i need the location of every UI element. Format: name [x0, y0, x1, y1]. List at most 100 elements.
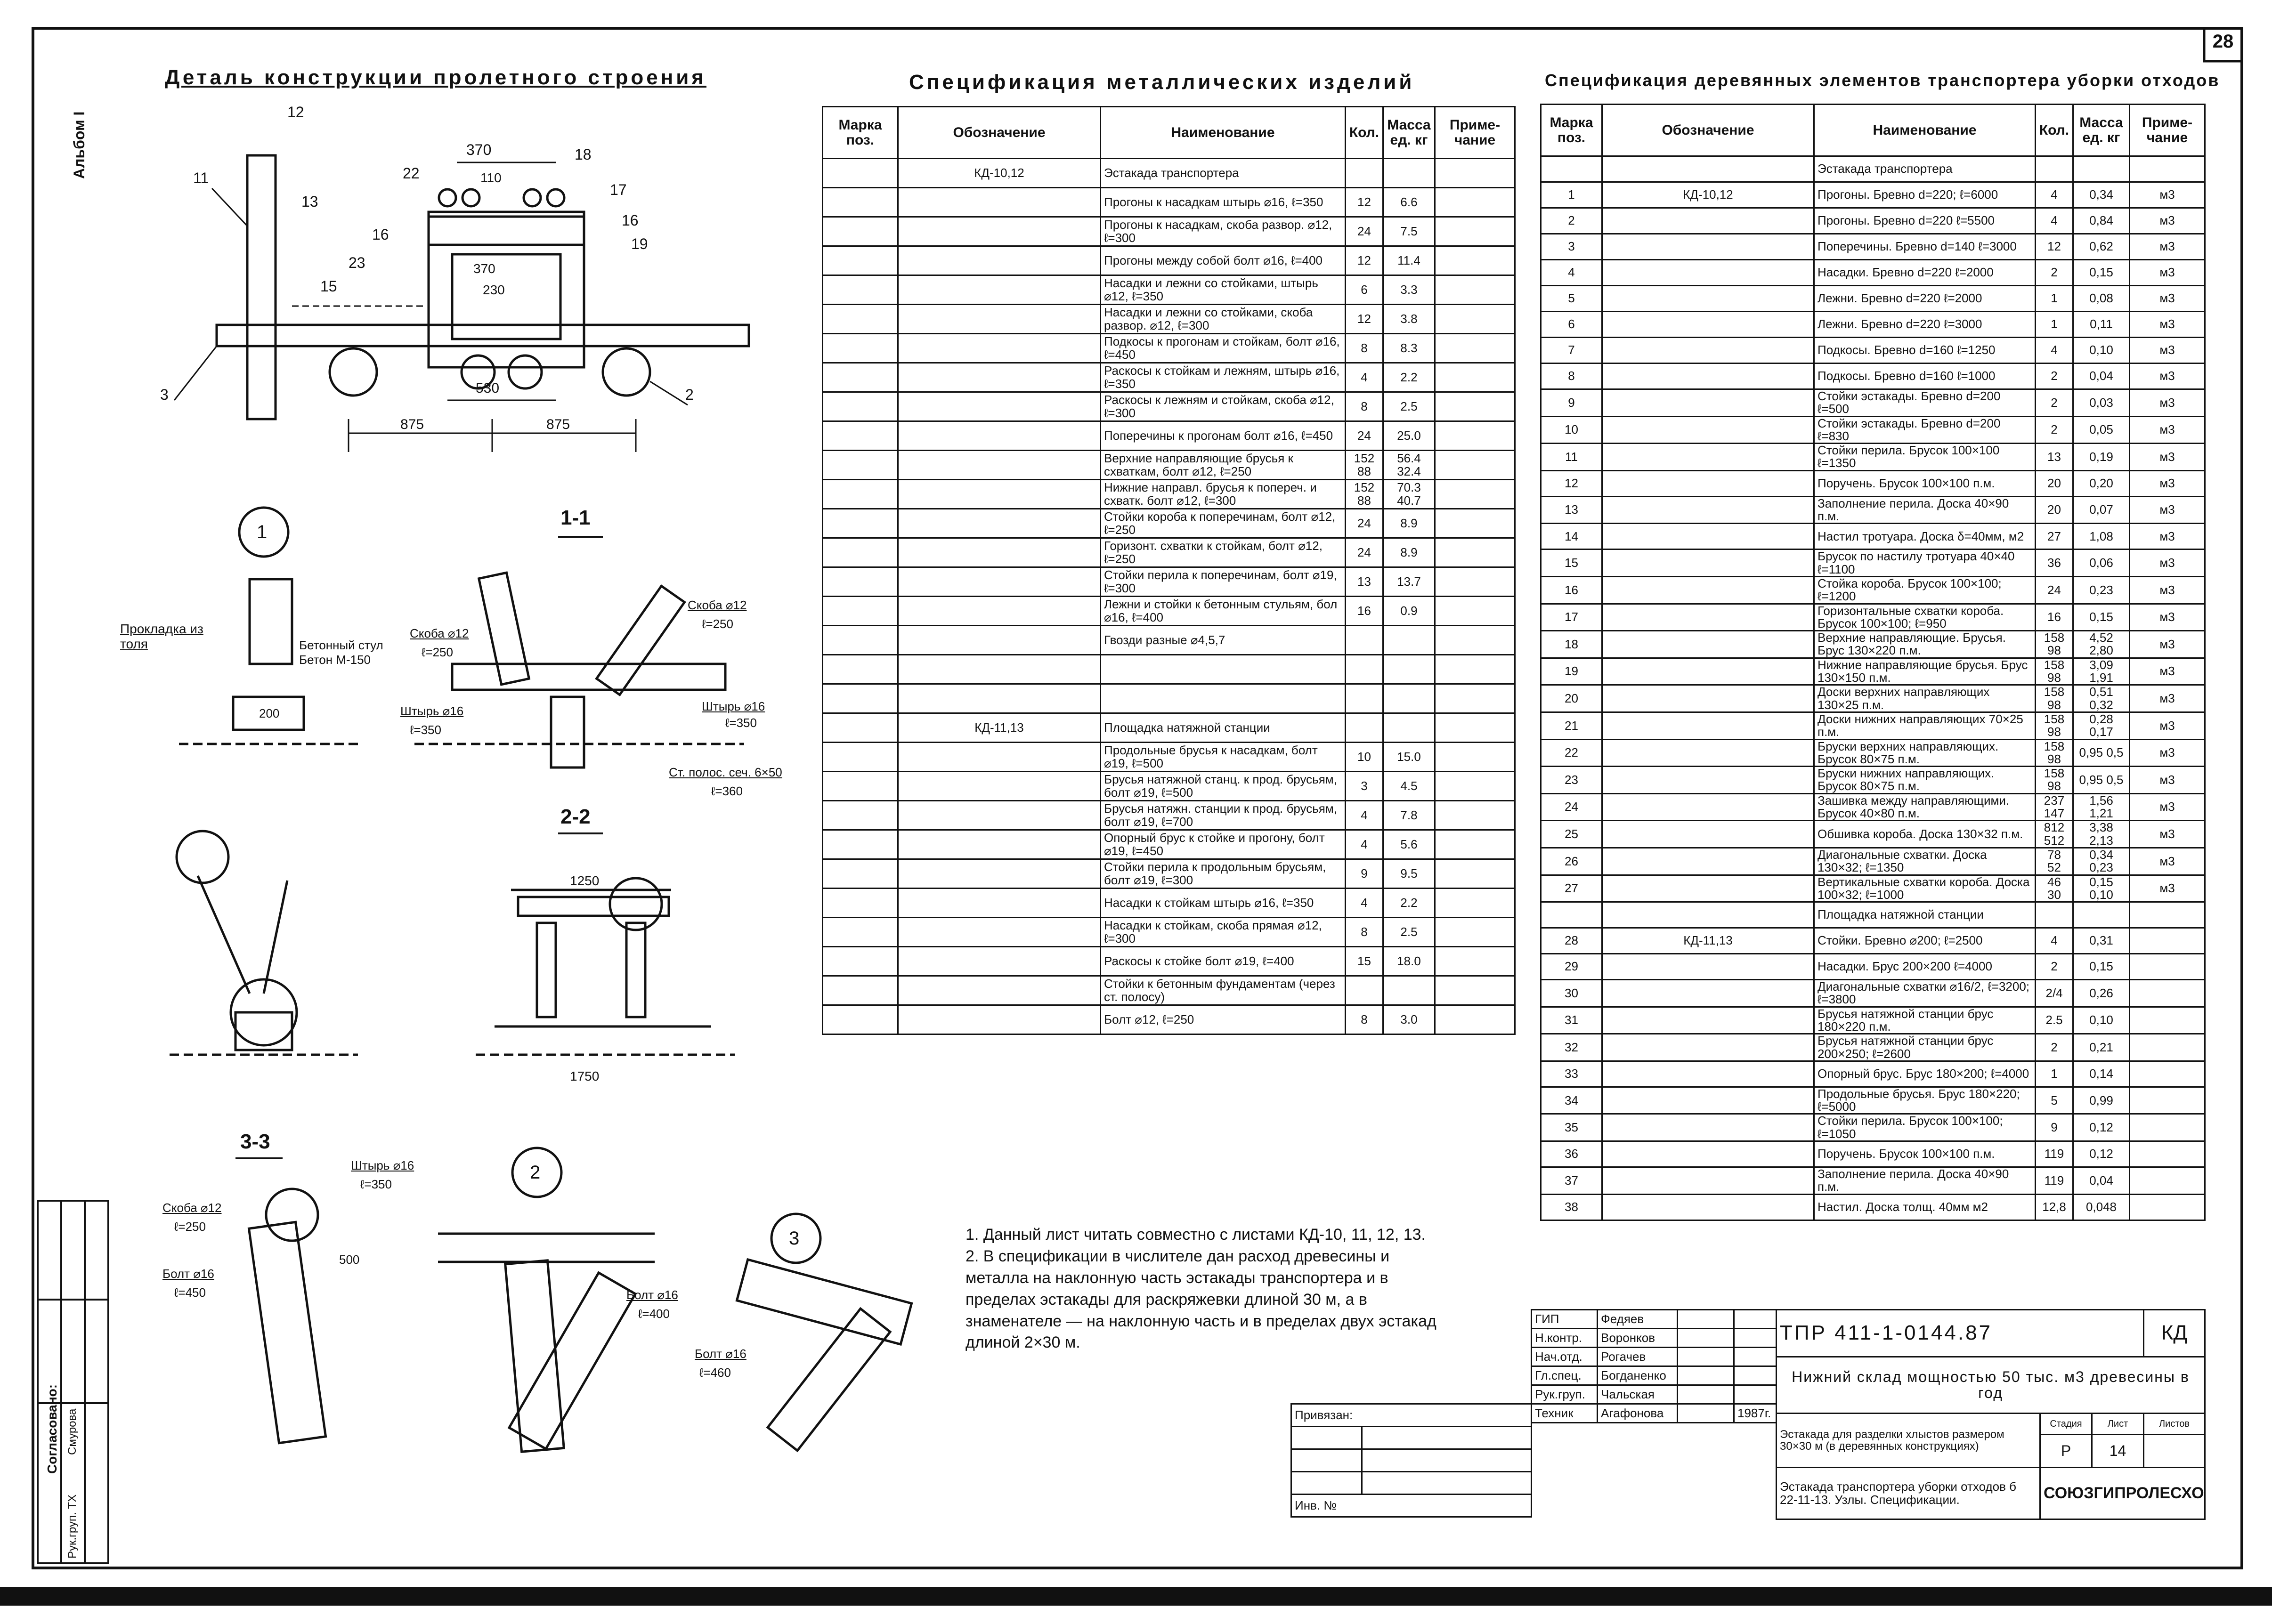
mark-22: 22 — [403, 165, 420, 182]
mark-16-left: 16 — [372, 226, 389, 243]
wood-spec-cell — [1601, 259, 1815, 286]
wood-spec-cell: м3 — [2129, 363, 2206, 390]
metal-spec-cell — [822, 304, 899, 334]
metal-spec-cell — [822, 742, 899, 772]
metal-spec-cell: 2.2 — [1382, 888, 1436, 918]
metal-spec-cell — [1434, 391, 1516, 422]
metal-spec-cell — [897, 946, 1101, 977]
metal-spec-cell — [1345, 712, 1384, 743]
wood-spec-cell — [2035, 155, 2074, 183]
metal-spec-cell: Насадки к стойкам штырь ⌀16, ℓ=350 — [1100, 888, 1346, 918]
wood-spec-cell — [1601, 738, 1815, 768]
metal-spec-cell — [897, 304, 1101, 334]
wood-spec-cell: 158 98 — [2035, 766, 2074, 794]
metal-spec-cell: 152 88 — [1345, 479, 1384, 509]
shtyr-3-3-label: Штырь ⌀16 — [351, 1158, 414, 1172]
metal-spec-cell — [822, 888, 899, 918]
metal-spec-row: Продольные брусья к насадкам, болт ⌀19, … — [822, 742, 1516, 772]
wood-spec-cell: Продольные брусья. Брус 180×220; ℓ=5000 — [1813, 1086, 2036, 1115]
wood-spec-cell: 29 — [1540, 953, 1603, 981]
metal-spec-cell — [822, 420, 899, 451]
metal-spec-row: Нижние направл. брусья к попереч. и схва… — [822, 479, 1516, 509]
wood-spec-cell: Поперечины. Бревно d=140 ℓ=3000 — [1813, 233, 2036, 260]
skoba-3-3-len: ℓ=250 — [174, 1220, 206, 1234]
metal-spec-cell: 6 — [1345, 275, 1384, 305]
mark-23: 23 — [349, 254, 365, 271]
wood-spec-cell: м3 — [2129, 575, 2206, 605]
wood-spec-cell: 20 — [2035, 469, 2074, 497]
stamp-code-suffix: КД — [2143, 1309, 2206, 1357]
metal-spec-row: Лежни и стойки к бетонным стульям, бол ⌀… — [822, 596, 1516, 626]
dim-875-right: 875 — [546, 417, 570, 432]
wood-spec-cell — [2129, 1193, 2206, 1221]
wood-spec-cell: 1 — [2035, 311, 2074, 338]
steel-strip-label: Ст. полос. сеч. 6×50 — [669, 765, 782, 779]
wood-spec-cell: Лежни. Бревно d=220 ℓ=3000 — [1813, 311, 2036, 338]
wood-spec-cell: м3 — [2129, 443, 2206, 471]
wood-spec-cell: 0,10 — [2072, 1006, 2130, 1035]
dim-370-top: 370 — [466, 141, 492, 158]
wcol-note: Приме- чание — [2129, 104, 2206, 157]
wood-spec-cell — [1601, 285, 1815, 312]
metal-spec-cell: Раскосы к лежням и стойкам, скоба ⌀12, ℓ… — [1100, 391, 1346, 422]
wood-spec-cell: 12,8 — [2035, 1193, 2074, 1221]
wood-spec-cell: Зашивка между направляющими. Брусок 40×8… — [1813, 792, 2036, 822]
stamp-signature — [1677, 1328, 1735, 1348]
wood-spec-row: Эстакада транспортера — [1540, 155, 2206, 183]
wood-spec-cell: 22 — [1540, 738, 1603, 768]
wood-spec-cell: 8 — [1540, 363, 1603, 390]
mark-13: 13 — [301, 193, 318, 210]
binding-block: Привязан: Инв. № — [1290, 1403, 1533, 1518]
wood-spec-cell: Нижние направляющие брусья. Брус 130×150… — [1813, 657, 2036, 686]
skoba-12-a-len: ℓ=250 — [422, 645, 453, 659]
wood-spec-cell: 0,12 — [2072, 1140, 2130, 1168]
wood-spec-cell — [1601, 847, 1815, 876]
stamp-project: Нижний склад мощностью 50 тыс. м3 древес… — [1775, 1356, 2206, 1414]
metal-spec-cell: Стойки перила к поперечинам, болт ⌀19, ℓ… — [1100, 566, 1346, 597]
wood-spec-cell: м3 — [2129, 820, 2206, 848]
wood-spec-cell: 5 — [1540, 285, 1603, 312]
wood-spec-cell: 0,31 — [2072, 927, 2130, 955]
wood-spec-cell: 812 512 — [2035, 820, 2074, 848]
wood-spec-cell: 9 — [1540, 388, 1603, 417]
wood-spec-cell — [1601, 630, 1815, 659]
metal-spec-cell — [1382, 712, 1436, 743]
metal-spec-cell: Болт ⌀12, ℓ=250 — [1100, 1004, 1346, 1035]
metal-spec-cell — [897, 479, 1101, 509]
wood-spec-cell: 158 98 — [2035, 684, 2074, 713]
metal-spec-cell — [822, 479, 899, 509]
wood-spec-cell: м3 — [2129, 711, 2206, 740]
wood-spec-cell — [1601, 874, 1815, 903]
dim-200: 200 — [259, 706, 280, 720]
wood-spec-cell: Стойки перила. Брусок 100×100; ℓ=1050 — [1813, 1113, 2036, 1142]
shtyr-16-a-len: ℓ=350 — [410, 723, 441, 737]
metal-spec-cell — [1434, 275, 1516, 305]
metal-spec-cell: Прогоны к насадкам штырь ⌀16, ℓ=350 — [1100, 187, 1346, 218]
metal-spec-cell: 7.8 — [1382, 800, 1436, 831]
metal-spec-cell: 12 — [1345, 304, 1384, 334]
wood-spec-cell: 17 — [1540, 603, 1603, 632]
wood-spec-cell: м3 — [2129, 495, 2206, 525]
wood-spec-cell: 5 — [2035, 1086, 2074, 1115]
bolt-16-c-len: ℓ=460 — [699, 1365, 731, 1380]
wood-spec-cell: Стойки эстакады. Бревно d=200 ℓ=500 — [1813, 388, 2036, 417]
wood-spec-cell: 2 — [2035, 388, 2074, 417]
wood-spec-cell: 13 — [2035, 443, 2074, 471]
wood-spec-cell: 18 — [1540, 630, 1603, 659]
metal-spec-cell — [822, 566, 899, 597]
wood-spec-cell — [1540, 155, 1603, 183]
stamp-role: Рук.груп. — [1531, 1384, 1598, 1405]
wood-spec-cell: 158 98 — [2035, 657, 2074, 686]
wood-spec-cell — [2072, 155, 2130, 183]
metal-spec-cell — [1434, 858, 1516, 889]
metal-spec-cell — [822, 333, 899, 364]
wood-spec-cell: Настил тротуара. Доска δ=40мм, м2 — [1813, 523, 2036, 550]
metal-spec-cell — [1434, 216, 1516, 247]
